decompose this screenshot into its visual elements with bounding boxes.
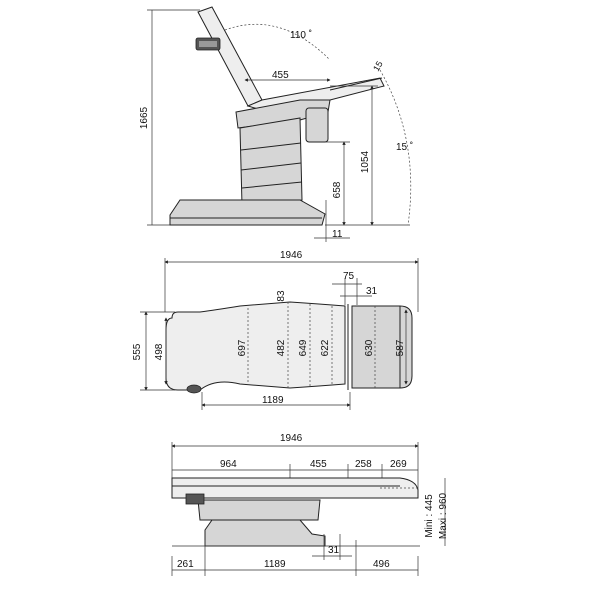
flat-frame [197, 499, 321, 521]
height-mini-label: Mini : 445 [424, 494, 435, 538]
top-seat-outline [165, 301, 346, 391]
seg-455-label: 455 [310, 459, 327, 470]
seg-964-label: 964 [220, 459, 237, 470]
small-angle-label: 15 [371, 59, 385, 73]
angle-back-label: 110 ˚ [290, 29, 312, 41]
width-697-label: 697 [237, 339, 248, 356]
base-height-label: 658 [332, 181, 343, 198]
backrest [197, 6, 263, 107]
width-587-label: 587 [395, 339, 406, 356]
pedal-offset-label: 11 [332, 229, 343, 240]
tilt-angle-arc [379, 69, 412, 226]
control-box [305, 107, 329, 143]
base-length-label: 1189 [262, 395, 284, 406]
backrest-angle-arc [224, 24, 331, 61]
base-1189-label: 1189 [264, 559, 286, 570]
seg-258-label: 258 [355, 459, 372, 470]
width-555-label: 555 [132, 343, 143, 360]
chair-base [169, 199, 326, 226]
offset-31-label: 31 [366, 286, 378, 297]
flat-length-label: 1946 [280, 433, 303, 444]
flat-base [204, 519, 326, 547]
width-649-label: 649 [298, 339, 309, 356]
base-496-label: 496 [373, 559, 390, 570]
seg-269-label: 269 [390, 459, 407, 470]
lift-column [239, 117, 303, 206]
angle-tilt-label: 15 ˚ [396, 141, 413, 153]
seat-height-label: 1054 [360, 150, 371, 173]
width-482-label: 482 [276, 339, 287, 356]
side-view: 1665 110 ˚ 455 15 15 ˚ 10 [139, 6, 413, 242]
flat-side-view: 1946 964 455 258 269 Mini : 445 Maxi : 9… [171, 433, 449, 576]
flat-pedal-block [185, 493, 205, 505]
top-length-label: 1946 [280, 250, 303, 261]
seat-length-label: 455 [272, 70, 289, 81]
height-maxi-label: Maxi : 960 [438, 492, 449, 539]
top-view: 1946 75 31 555 498 697 83 482 649 622 [132, 250, 419, 410]
flat-pedal-offset-label: 31 [328, 545, 340, 556]
height-total-label: 1665 [139, 106, 150, 129]
flat-table-top [171, 477, 419, 499]
offset-75-label: 75 [343, 271, 355, 282]
width-630-label: 630 [364, 339, 375, 356]
top-legrest [351, 305, 413, 389]
foot-pedal [186, 384, 202, 394]
head-offset-label: 83 [276, 290, 287, 302]
width-622-label: 622 [320, 339, 331, 356]
base-261-label: 261 [177, 559, 194, 570]
width-498-label: 498 [154, 343, 165, 360]
